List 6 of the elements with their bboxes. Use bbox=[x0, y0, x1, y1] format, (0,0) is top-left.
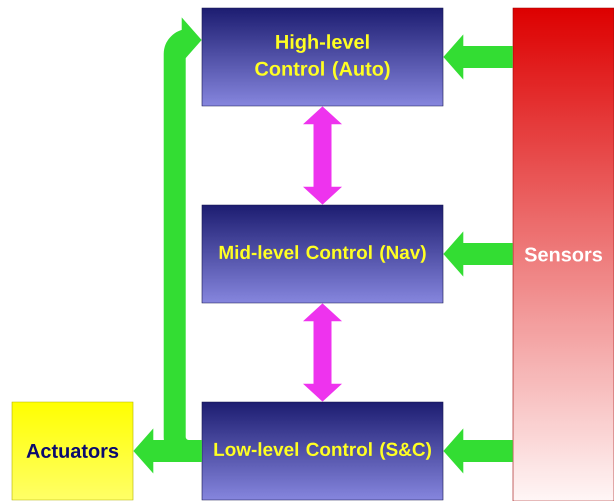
control-box: Mid-level Control (Nav) bbox=[202, 204, 444, 304]
block-arrow bbox=[164, 17, 202, 462]
control-box: Low-level Control (S&C) bbox=[202, 402, 444, 500]
sensors-panel: Sensors bbox=[512, 8, 614, 501]
control-box: High-level Control (Auto) bbox=[202, 8, 444, 106]
actuators-box: Actuators bbox=[12, 402, 134, 500]
